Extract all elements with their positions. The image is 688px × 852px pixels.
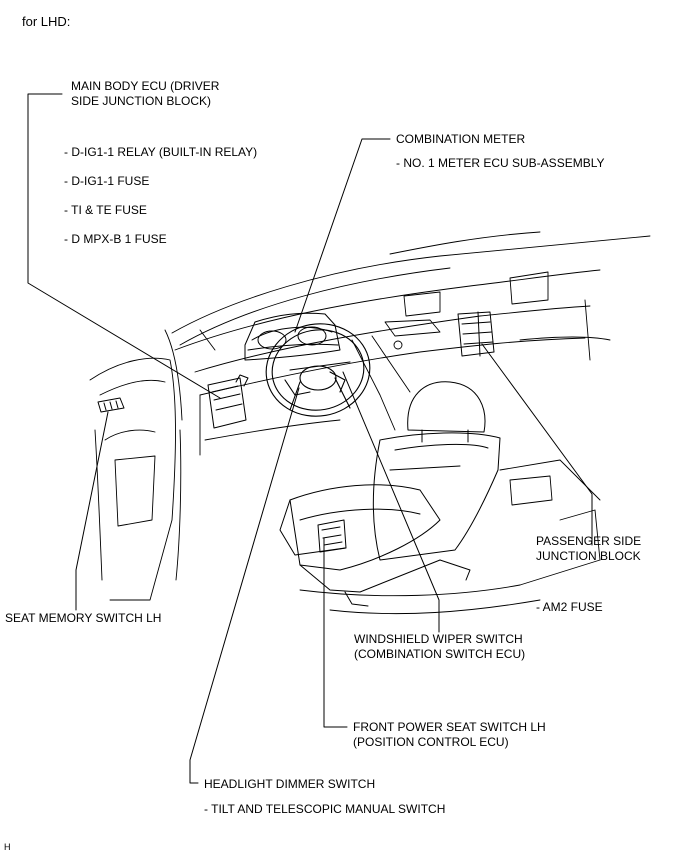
main-body-ecu-drawing xyxy=(207,374,249,429)
passenger-jb-drawing xyxy=(457,311,495,357)
leader-lines xyxy=(27,93,593,784)
page-heading: for LHD: xyxy=(22,14,71,29)
passenger-jb-line-1: PASSENGER SIDE xyxy=(536,534,642,548)
main-body-ecu-line-1: MAIN BODY ECU (DRIVER xyxy=(71,79,220,93)
main-body-item-4: - D MPX-B 1 FUSE xyxy=(64,232,167,246)
combination-meter-drawing xyxy=(244,312,341,361)
leader-wiper-switch xyxy=(342,371,440,633)
wiper-switch-line-2: (COMBINATION SWITCH ECU) xyxy=(354,647,526,661)
main-body-item-2: - D-IG1-1 FUSE xyxy=(64,174,150,188)
wiper-switch-label: WINDSHIELD WIPER SWITCH (COMBINATION SWI… xyxy=(354,632,525,662)
wiper-switch-line-1: WINDSHIELD WIPER SWITCH xyxy=(354,632,523,646)
power-seat-switch-drawing xyxy=(317,519,347,553)
corner-mark: H xyxy=(4,842,11,852)
power-seat-line-1: FRONT POWER SEAT SWITCH LH xyxy=(353,720,546,734)
headlight-dimmer-label: HEADLIGHT DIMMER SWITCH xyxy=(204,777,376,791)
power-seat-label: FRONT POWER SEAT SWITCH LH (POSITION CON… xyxy=(353,720,546,750)
passenger-jb-item: - AM2 FUSE xyxy=(536,600,603,614)
main-body-ecu-line-2: SIDE JUNCTION BLOCK) xyxy=(71,94,212,108)
main-body-item-3: - TI & TE FUSE xyxy=(64,203,147,217)
leader-combination-meter xyxy=(294,138,391,333)
main-body-ecu-label: MAIN BODY ECU (DRIVER SIDE JUNCTION BLOC… xyxy=(71,79,219,109)
leader-main-body-ecu xyxy=(27,93,221,399)
headlight-dimmer-item: - TILT AND TELESCOPIC MANUAL SWITCH xyxy=(204,802,446,816)
seat-memory-switch-drawing xyxy=(97,397,125,413)
seat-memory-label: SEAT MEMORY SWITCH LH xyxy=(5,611,162,625)
passenger-jb-label: PASSENGER SIDE JUNCTION BLOCK xyxy=(536,534,641,564)
passenger-jb-line-2: JUNCTION BLOCK xyxy=(536,549,641,563)
leader-power-seat xyxy=(323,537,348,728)
leader-seat-memory xyxy=(75,411,109,611)
combination-meter-item: - NO. 1 METER ECU SUB-ASSEMBLY xyxy=(396,156,605,170)
seat-drawing xyxy=(279,381,501,607)
steering-wheel-drawing xyxy=(265,323,371,417)
leader-headlight-dimmer xyxy=(189,387,300,784)
power-seat-line-2: (POSITION CONTROL ECU) xyxy=(353,735,509,749)
main-body-item-1: - D-IG1-1 RELAY (BUILT-IN RELAY) xyxy=(64,145,258,159)
leader-passenger-jb xyxy=(481,343,593,546)
combination-meter-label: COMBINATION METER xyxy=(396,132,526,146)
